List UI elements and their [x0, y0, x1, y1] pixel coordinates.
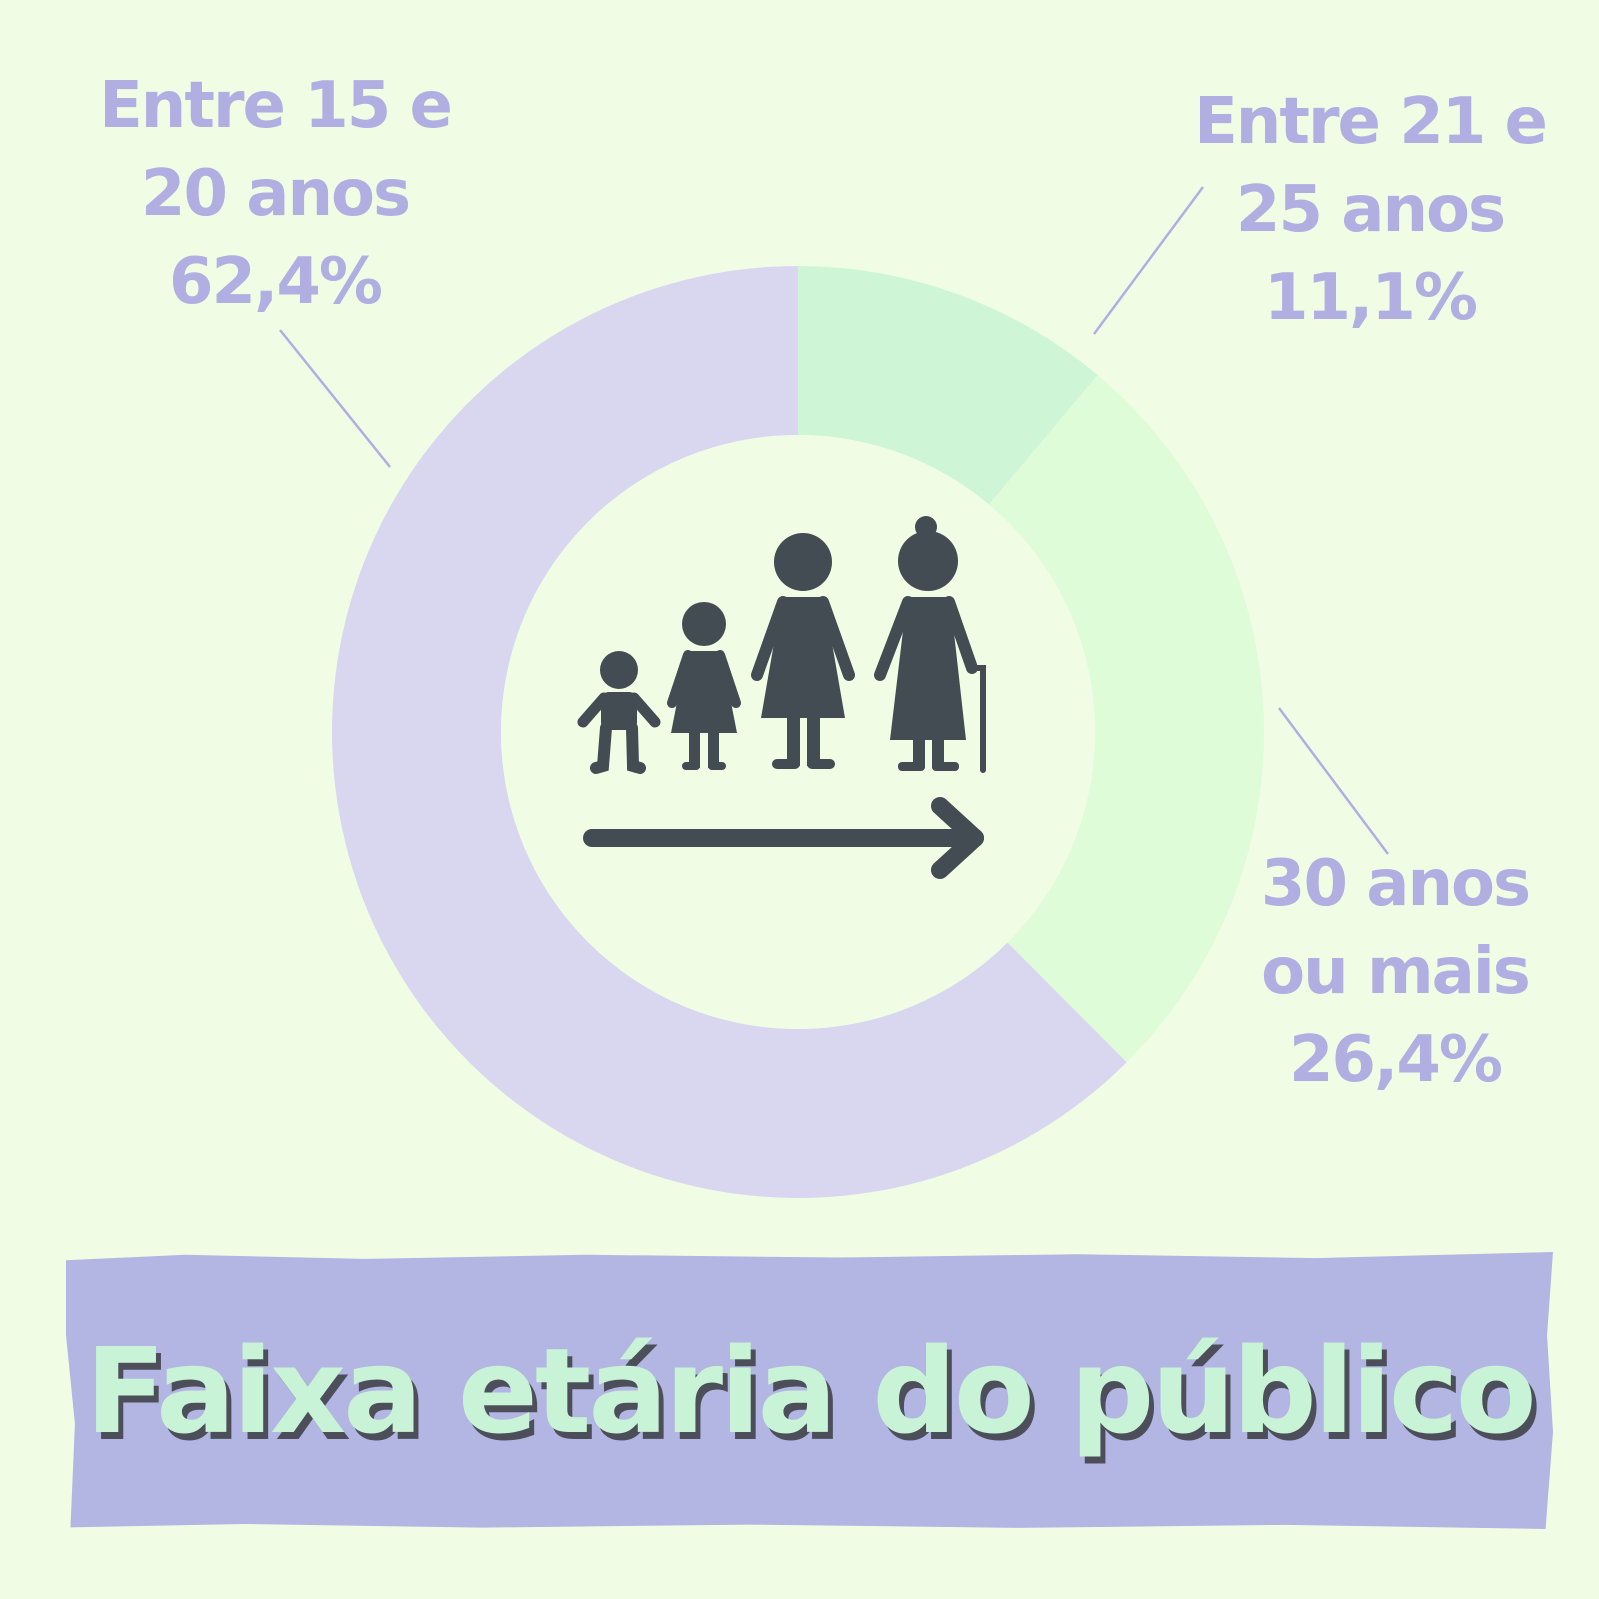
arrow-right-icon	[583, 797, 984, 879]
donut-slice-21-25	[798, 266, 1098, 505]
child-figure-icon	[667, 602, 741, 770]
leader-line-2	[1277, 707, 1390, 855]
baby-figure-icon	[577, 651, 661, 774]
age-progression-family-icon	[577, 516, 986, 879]
slice-value-label: 11,1%	[1263, 261, 1478, 335]
slice-label-line: 25 anos	[1235, 173, 1506, 247]
slice-label-line: 30 anos	[1260, 847, 1531, 921]
leader-lines	[279, 186, 1390, 855]
leader-line-1	[1092, 186, 1205, 335]
slice-label-21-25: Entre 21 e 25 anos 11,1%	[1150, 78, 1590, 342]
donut-slice-15-20	[331, 266, 1127, 1198]
adult-figure-icon	[751, 533, 855, 769]
slice-label-30-plus: 30 anos ou mais 26,4%	[1195, 840, 1595, 1104]
slice-label-line: Entre 21 e	[1194, 85, 1548, 159]
slice-label-line: Entre 15 e	[99, 69, 453, 143]
elderly-figure-icon	[874, 516, 986, 773]
leader-line-0	[279, 329, 391, 468]
slice-label-line: ou mais	[1261, 935, 1531, 1009]
title-banner	[66, 1252, 1553, 1529]
slice-label-line: 20 anos	[140, 157, 411, 231]
slice-value-label: 26,4%	[1288, 1023, 1503, 1097]
chart-title: Faixa etária do público	[85, 1321, 1536, 1460]
donut-slice-30-plus	[988, 375, 1264, 1063]
slice-value-label: 62,4%	[168, 245, 383, 319]
slice-label-15-20: Entre 15 e 20 anos 62,4%	[60, 62, 490, 326]
